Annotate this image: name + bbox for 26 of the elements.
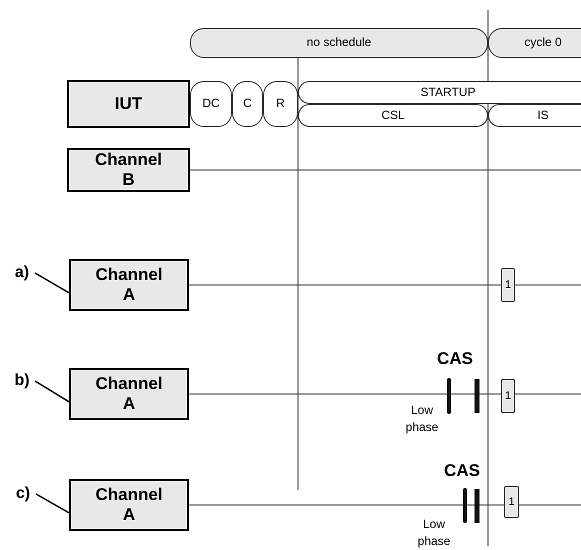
device-box: IUT [67,80,190,128]
state-segment: STARTUP [298,81,581,104]
frame-box: 1 [501,379,515,413]
frame-box: 1 [504,486,519,518]
leader-line [36,493,70,514]
state-segment: DC [190,81,232,127]
channel-box: Channel B [67,148,190,192]
case-label: b) [10,370,34,392]
channel-box: Channel A [69,259,189,311]
phase-label: Low phase [416,516,452,550]
state-segment: IS [488,104,581,127]
phase-label: Low phase [404,402,440,436]
case-label: c) [11,483,35,505]
case-label: a) [10,262,34,284]
state-segment: no schedule [190,28,488,58]
state-segment: C [232,81,263,127]
state-segment: CSL [298,104,488,127]
leader-line [34,272,70,294]
state-segment: R [263,81,298,127]
pulse-label: CAS [443,462,481,481]
channel-box: Channel A [69,479,189,531]
channel-box: Channel A [69,368,189,420]
frame-box: 1 [501,268,515,302]
pulse-label: CAS [436,350,474,369]
state-segment: cycle 0 [488,28,581,58]
leader-line [34,380,70,402]
